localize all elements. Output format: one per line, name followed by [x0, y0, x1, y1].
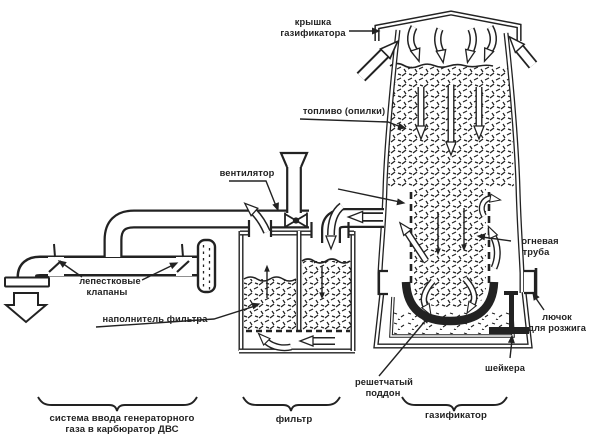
flow-arrow-head [410, 47, 425, 64]
leader-fire-tube [481, 236, 512, 242]
label-fire-tube-line2: труба [523, 247, 550, 257]
ignition-hatch-stub [524, 269, 537, 295]
leader-valve-left [61, 262, 83, 278]
leader-fuel [299, 118, 402, 128]
flow-arrow-head [264, 264, 270, 272]
brace-intake-system [37, 396, 198, 412]
vessel-wall-left-inner [378, 29, 400, 295]
media-surface-left [243, 276, 297, 282]
label-valves-line1: лепестковые [79, 276, 140, 286]
leader-arrow-head [396, 198, 407, 207]
callout-leaders [55, 27, 545, 377]
label-hatch-line2: для розжига [528, 323, 587, 333]
callout-labels: крышка газификатора топливо (опилки) вен… [50, 17, 587, 435]
fuel-column-fill [414, 187, 486, 307]
ash-tub-inner [374, 291, 532, 348]
leader-valve-right [141, 264, 174, 281]
flow-arrow-head [299, 335, 314, 347]
leader-grate-tray [378, 319, 427, 377]
label-grate-line2: поддон [366, 388, 401, 398]
brace-filter [242, 396, 341, 412]
leader-filter-media [95, 305, 256, 328]
flow-arrow-head [462, 48, 476, 65]
label-lid-line2: газификатора [280, 28, 346, 38]
label-gasifier-group: газификатор [425, 410, 487, 421]
brace-gasifier [401, 396, 508, 412]
label-fire-tube-line1: огневая [521, 236, 558, 246]
fuel-surface-line [389, 62, 494, 69]
air-filter-disc [196, 238, 217, 294]
reed-valve [176, 243, 192, 276]
filter-flow-arrows [240, 198, 383, 352]
leader-shaker [509, 339, 513, 359]
label-hatch-line1: лючок [542, 312, 572, 322]
grate-u-bottom [401, 281, 499, 326]
fan-rotor [284, 212, 308, 229]
left-stub [377, 269, 388, 296]
leader-duct-wall [337, 188, 401, 203]
group-braces [37, 396, 508, 412]
label-valves-line2: клапаны [87, 287, 128, 297]
label-grate-line1: решетчатый [355, 377, 413, 387]
leader-ignition-hatch [534, 296, 545, 311]
engine-intake-piping [3, 209, 309, 324]
vessel-wall-right-inner [504, 32, 524, 293]
to-carburetor-arrow [3, 292, 49, 324]
label-intake-system-line1: система ввода генераторного [50, 413, 195, 424]
leader-fan [229, 180, 277, 207]
chimney-flare [279, 151, 309, 168]
label-filter-group: фильтр [276, 414, 313, 425]
filter-box [238, 230, 356, 354]
media-surface-right [301, 258, 351, 264]
label-fuel: топливо (опилки) [303, 106, 385, 116]
label-shaker: шейкера [485, 363, 526, 373]
flow-arrow-head [435, 48, 449, 65]
filter-media-left [244, 279, 296, 330]
carburetor-flange [4, 276, 50, 288]
label-lid-line1: крышка [295, 17, 332, 27]
vent-chimney [288, 167, 300, 213]
label-filter-media: наполнитель фильтра [103, 314, 209, 324]
reed-valve [48, 243, 64, 276]
shaker-lever [489, 291, 529, 334]
gasifier-vessel [373, 10, 538, 349]
label-fan: вентилятор [220, 168, 275, 178]
label-intake-system-line2: газа в карбюратор ДВС [65, 424, 178, 435]
gasifier-flow-arrows [356, 25, 538, 318]
flow-arrow-head [489, 193, 502, 205]
filter-media-right [302, 261, 351, 330]
flow-arrow-head [479, 47, 495, 64]
